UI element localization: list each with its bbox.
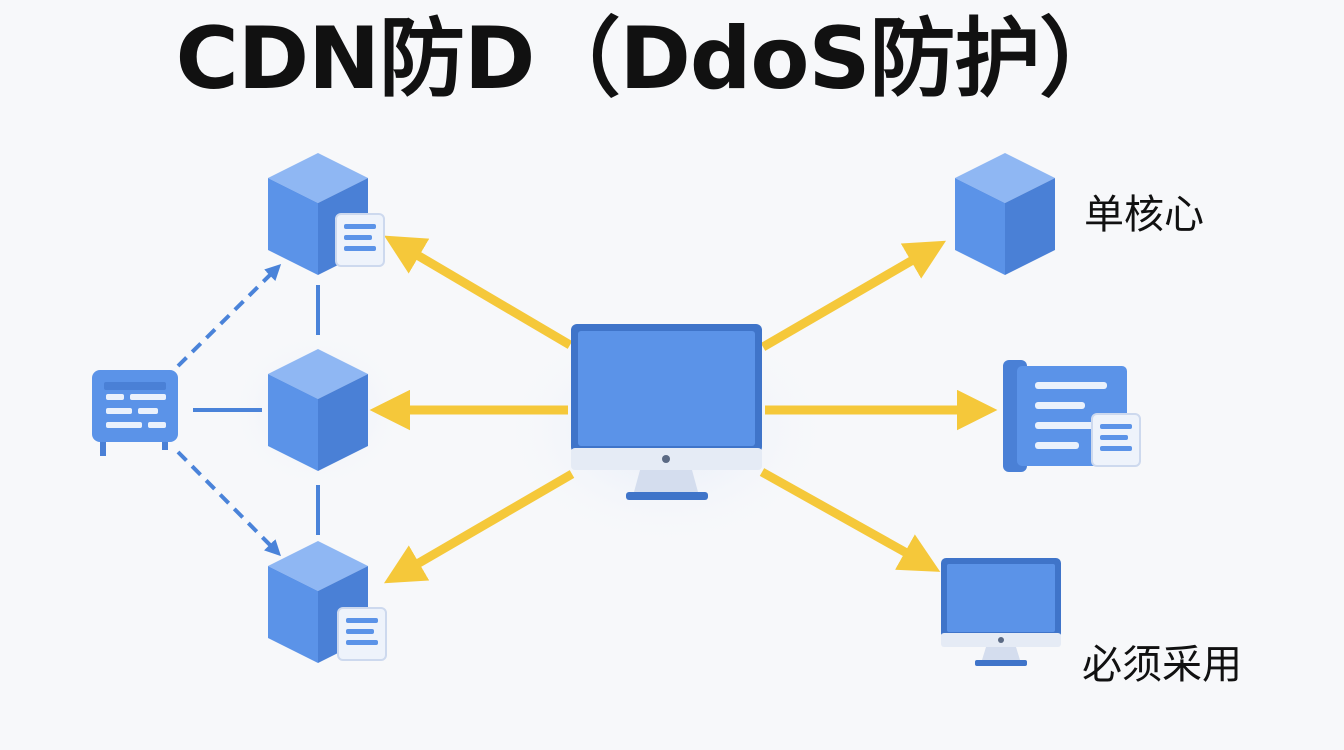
computer-monitor-icon [571, 324, 762, 500]
cube-icon [268, 349, 368, 471]
arrow-to-bottom-left-cube [383, 470, 575, 584]
cube-icon [268, 153, 368, 275]
document-icon [337, 607, 387, 661]
arrow-to-top-right-cube [760, 240, 947, 351]
dashed-connector-top [176, 263, 282, 368]
arrow-to-top-left-cube [384, 235, 573, 349]
server-rack-icon [92, 370, 178, 456]
document-icon [335, 213, 385, 267]
computer-monitor-icon [941, 558, 1061, 666]
dashed-connector-bottom [176, 450, 282, 557]
arrow-to-bottom-right-monitor [759, 468, 941, 572]
label-bottom-right: 必须采用 [1082, 642, 1242, 688]
document-icon [1091, 413, 1141, 467]
label-top-right: 单核心 [1084, 192, 1204, 238]
cube-icon [955, 153, 1055, 275]
yellow-arrows [369, 235, 998, 584]
left-connectors [176, 263, 320, 557]
diagram-title: CDN防D（DdoS防护） [175, 9, 1126, 109]
